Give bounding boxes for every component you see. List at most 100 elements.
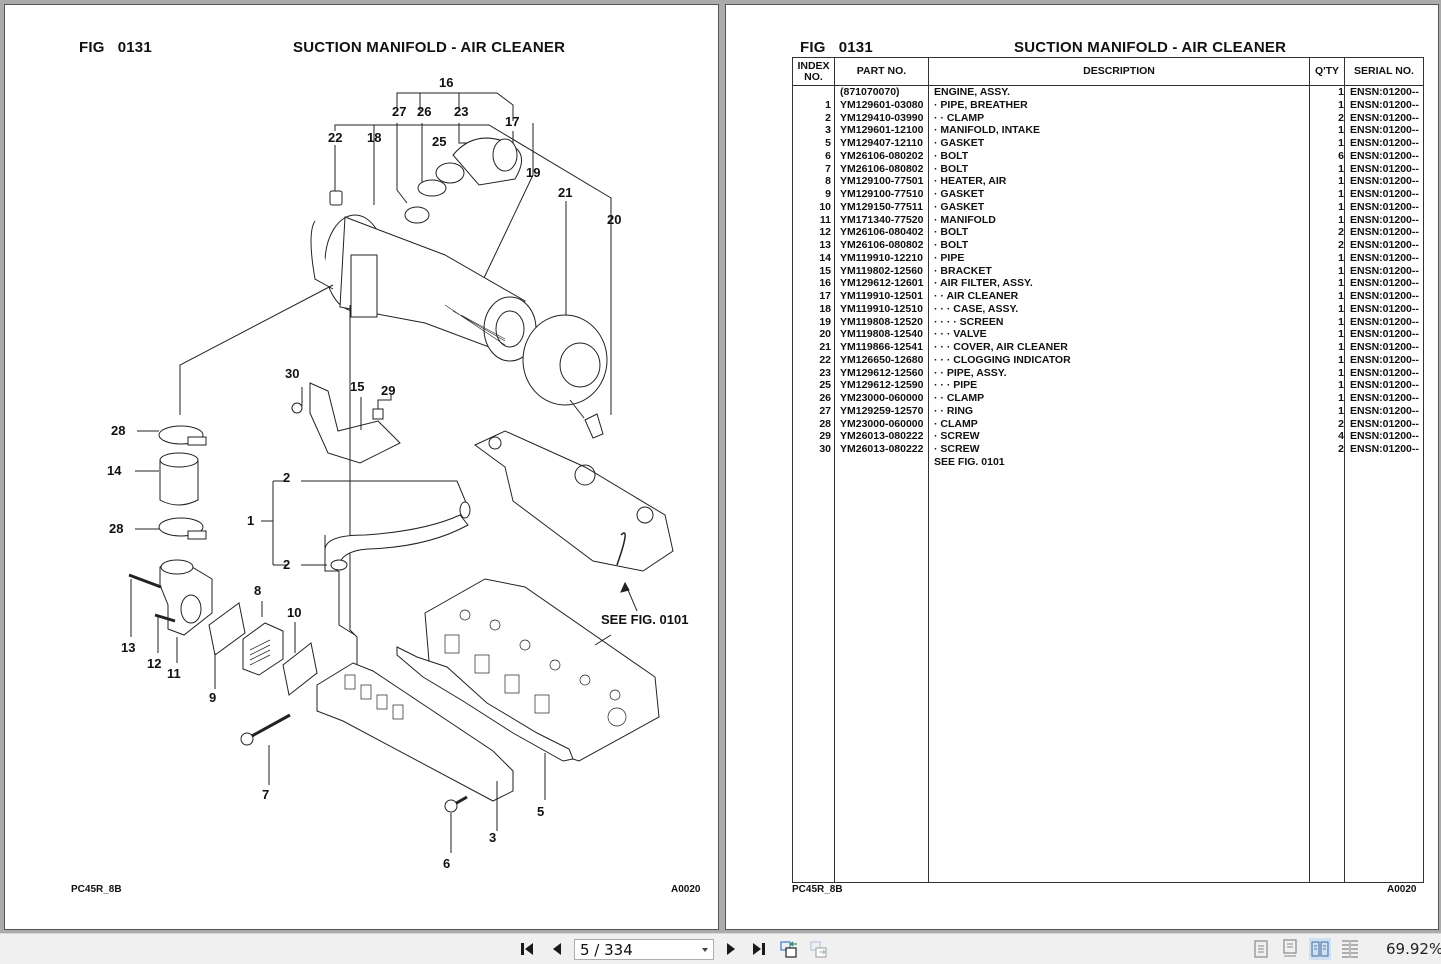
quantity-cell: 1 <box>1338 86 1344 98</box>
serial-number-cell: ENSN:01200-- <box>1350 328 1419 341</box>
two-page-continuous-view-button[interactable] <box>1339 938 1361 960</box>
serial-number-cell: ENSN:01200-- <box>1350 353 1419 366</box>
callout-29: 29 <box>381 383 395 398</box>
description-cell: · CLAMP <box>934 417 978 430</box>
page-number-select[interactable]: 5 / 334 <box>574 939 714 960</box>
callout-27: 27 <box>392 104 406 119</box>
quantity-cell: 4 <box>1338 430 1344 443</box>
last-page-button[interactable] <box>748 939 770 959</box>
document-viewport[interactable]: FIG 0131 SUCTION MANIFOLD - AIR CLEANER <box>0 0 1441 933</box>
quantity-cell: 1 <box>1338 200 1344 213</box>
description-cell: · · · · SCREEN <box>934 315 1004 328</box>
part-number-cell: YM119802-12560 <box>840 264 923 277</box>
first-page-button[interactable] <box>517 939 539 959</box>
description-cell: · SCREW <box>934 443 980 455</box>
parts-table: INDEX NO. PART NO. DESCRIPTION Q'TY SERI… <box>792 57 1424 883</box>
quantity-cell: 1 <box>1338 137 1344 149</box>
index-cell: 18 <box>819 302 831 315</box>
quantity-cell: 1 <box>1338 392 1344 404</box>
description-cell: · GASKET <box>934 137 985 149</box>
quantity-cell: 2 <box>1338 226 1344 239</box>
callout-3: 3 <box>489 830 496 845</box>
single-page-view-button[interactable] <box>1250 938 1272 960</box>
callout-labels: 16 27 26 23 17 22 18 25 19 21 20 30 15 2… <box>107 75 688 871</box>
header-description: DESCRIPTION <box>1083 65 1155 77</box>
serial-number-cell: ENSN:01200-- <box>1350 213 1419 226</box>
first-page-icon <box>521 943 533 955</box>
index-cell: 9 <box>825 188 831 200</box>
previous-view-button[interactable] <box>778 939 800 959</box>
column-divider <box>793 58 929 882</box>
column-divider <box>793 58 1345 882</box>
callout-26: 26 <box>417 104 431 119</box>
fig-number: FIG 0131 <box>79 39 152 56</box>
previous-page-button[interactable] <box>546 939 568 959</box>
serial-number-cell: ENSN:01200-- <box>1350 111 1419 124</box>
continuous-page-view-button[interactable] <box>1279 938 1301 960</box>
index-cell: 8 <box>825 175 831 188</box>
callout-20: 20 <box>607 212 621 227</box>
description-cell: · · · CLOGGING INDICATOR <box>934 353 1071 366</box>
navigation-toolbar: 5 / 334 <box>0 933 1441 964</box>
callout-6: 6 <box>443 856 450 871</box>
part-number-cell: YM119808-12520 <box>840 315 923 328</box>
footer-code: A0020 <box>671 884 701 895</box>
description-cell: · HEATER, AIR <box>934 175 1007 188</box>
index-cell: 29 <box>819 430 831 443</box>
fig-label: FIG <box>800 39 826 56</box>
serial-number-cell: ENSN:01200-- <box>1350 162 1419 175</box>
see-fig-reference: SEE FIG. 0101 <box>601 612 688 627</box>
previous-page-icon <box>553 943 561 955</box>
description-cell: · PIPE <box>934 251 965 264</box>
callout-14: 14 <box>107 463 122 478</box>
description-cell: · BOLT <box>934 239 969 251</box>
next-page-button[interactable] <box>720 939 742 959</box>
part-number-cell: YM23000-060000 <box>840 417 924 430</box>
index-cell: 6 <box>825 149 831 162</box>
callout-13: 13 <box>121 640 135 655</box>
index-cell: 5 <box>825 137 831 149</box>
index-cell: 16 <box>819 277 831 290</box>
description-cell: · · CLAMP <box>934 111 985 124</box>
index-cell: 25 <box>819 379 831 392</box>
index-cell: 15 <box>819 264 831 277</box>
part-number-cell: YM119910-12510 <box>840 302 923 315</box>
callout-17: 17 <box>505 114 519 129</box>
part-number-cell: YM171340-77520 <box>840 213 924 226</box>
serial-number-cell: ENSN:01200-- <box>1350 443 1419 455</box>
description-cell: · SCREW <box>934 430 980 443</box>
part-number-cell: (871070070) <box>840 86 900 98</box>
quantity-cell: 1 <box>1338 98 1344 111</box>
quantity-cell: 1 <box>1338 188 1344 200</box>
description-cell: · · · VALVE <box>934 328 987 341</box>
header-qty: Q'TY <box>1314 65 1340 77</box>
zoom-level[interactable]: 69.92% <box>1386 940 1441 958</box>
callout-1: 1 <box>247 513 254 528</box>
description-cell: · · CLAMP <box>934 392 985 404</box>
serial-number-cell: ENSN:01200-- <box>1350 417 1419 430</box>
callout-25: 25 <box>432 134 446 149</box>
description-cell: · GASKET <box>934 188 985 200</box>
index-cell: 10 <box>819 200 831 213</box>
description-cell: · · · CASE, ASSY. <box>934 302 1019 315</box>
two-page-view-button[interactable] <box>1309 938 1331 960</box>
next-view-button[interactable] <box>808 939 830 959</box>
serial-number-cell: ENSN:01200-- <box>1350 277 1419 290</box>
part-number-cell: YM129410-03990 <box>840 111 924 124</box>
quantity-cell: 1 <box>1338 379 1344 392</box>
part-number-cell: YM26106-080202 <box>840 149 924 162</box>
exploded-parts-diagram: 16 27 26 23 17 22 18 25 19 21 20 30 15 2… <box>107 75 688 871</box>
next-view-icon <box>810 941 827 958</box>
